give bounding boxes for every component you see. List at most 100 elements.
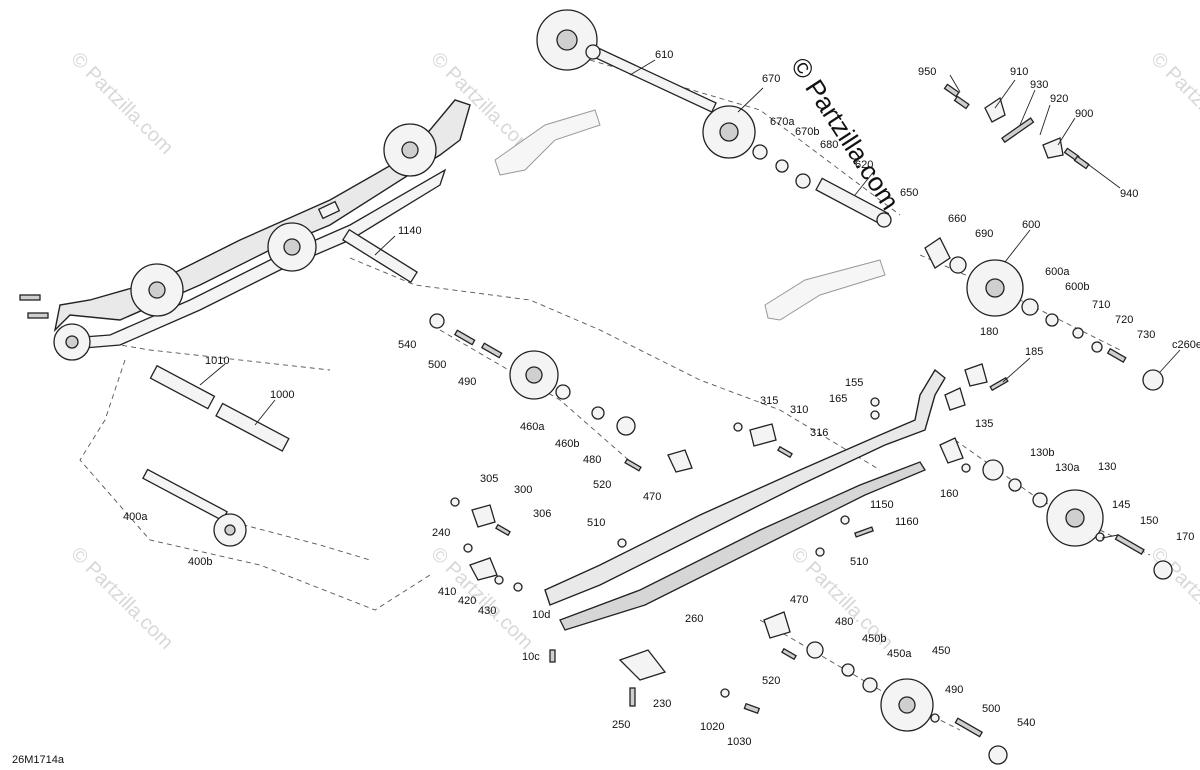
leader [854,169,876,196]
part-label: 1160 [895,516,919,528]
part-label: 1140 [398,225,422,237]
bolt-500b [954,717,984,738]
part-label: 130 [1098,461,1116,473]
bolt [27,312,49,319]
leader [1084,161,1121,189]
bearing-450a [862,677,878,693]
part-label: 430 [478,605,496,617]
part-label: 185 [1025,346,1043,358]
ring-540b [988,745,1008,765]
part-label: 135 [975,418,993,430]
part-label: 520 [593,479,611,491]
right-rail [544,368,946,606]
part-label: 1010 [205,355,229,367]
right-rail-assembly [544,363,1173,631]
part-labels: 610 670 670a 670b 680 620 650 950 910 93… [123,49,1200,748]
part-label: 260 [685,613,703,625]
diagram-code: 26M1714a [12,754,65,766]
part-label: 1150 [870,499,894,511]
leader [994,79,1016,109]
block-310 [749,423,777,447]
part-label: 940 [1120,188,1138,200]
nut-1020 [720,688,730,698]
cap-135 [939,437,964,464]
bearing-460a [555,384,571,400]
bracket-410 [469,557,498,581]
part-label: 306 [533,508,551,520]
part-label: 170 [1176,531,1194,543]
front-wheel-hub [65,335,79,349]
wheel-hub [525,366,543,384]
ring-460b [591,406,605,420]
ring-c260e [1142,369,1164,391]
bracket-300 [471,504,496,528]
wheel-hub [898,696,916,714]
watermark-text: © Partzilla.com [66,543,177,654]
assembly-line [79,359,431,611]
assembly-line [224,519,371,561]
shaft-1000 [215,402,290,452]
part-label: 400b [188,556,212,568]
part-label: 400a [123,511,148,523]
bracket-900 [1042,137,1064,159]
part-label: 670b [795,126,819,138]
assembly-line [349,257,881,471]
part-label: 180 [980,326,998,338]
nut-165 [870,410,880,420]
left-rail-lower-edge [58,168,447,351]
ghost-brackets [494,109,886,321]
ring-170 [1153,560,1173,580]
bolt-1160 [854,526,874,538]
part-label: 680 [820,139,838,151]
part-label: 670a [770,116,795,128]
shafts [142,47,890,522]
part-label: 460b [555,438,579,450]
bolt-306 [495,523,511,537]
part-label: 310 [790,404,808,416]
nut-315 [733,422,743,432]
idler-wheel-hub [148,281,166,299]
nut-510b [815,547,825,557]
part-label: 150 [1140,515,1158,527]
part-label: 490 [945,684,963,696]
right-upper-wheel-assembly [924,237,1164,391]
washer-650 [876,212,892,228]
part-label: 410 [438,586,456,598]
part-label: 900 [1075,108,1093,120]
washer-680 [795,173,811,189]
ghost-bracket [494,109,601,176]
assembly-lines [59,59,1151,731]
part-label: 450b [862,633,886,645]
shaft-1140 [342,228,418,284]
ring-450b [841,663,855,677]
part-label: 540 [1017,717,1035,729]
part-label: 510 [850,556,868,568]
bolt-185 [989,376,1009,392]
part-label: 470 [643,491,661,503]
ghost-bracket [764,259,886,321]
spacer [585,44,601,60]
part-label: 720 [1115,314,1133,326]
part-label: 470 [790,594,808,606]
bearing [982,459,1004,481]
part-label: 660 [948,213,966,225]
bolt-940 [1073,155,1090,170]
bolt-730 [1106,347,1127,363]
part-label: c260e [1172,339,1200,351]
nut-155 [870,397,880,407]
part-label: 130a [1055,462,1080,474]
slide-runner [559,461,926,631]
part-label: 1000 [270,389,294,401]
part-label: 490 [458,376,476,388]
part-label: 230 [653,698,671,710]
washer-490 [930,713,940,723]
wheel-hub [224,524,236,536]
wheel-hub [1065,508,1085,528]
nut-1150 [840,515,850,525]
leader-lines [199,59,1181,539]
leader [949,74,961,93]
part-label: 910 [1010,66,1028,78]
wheel-hub [985,278,1005,298]
part-label: 930 [1030,79,1048,91]
